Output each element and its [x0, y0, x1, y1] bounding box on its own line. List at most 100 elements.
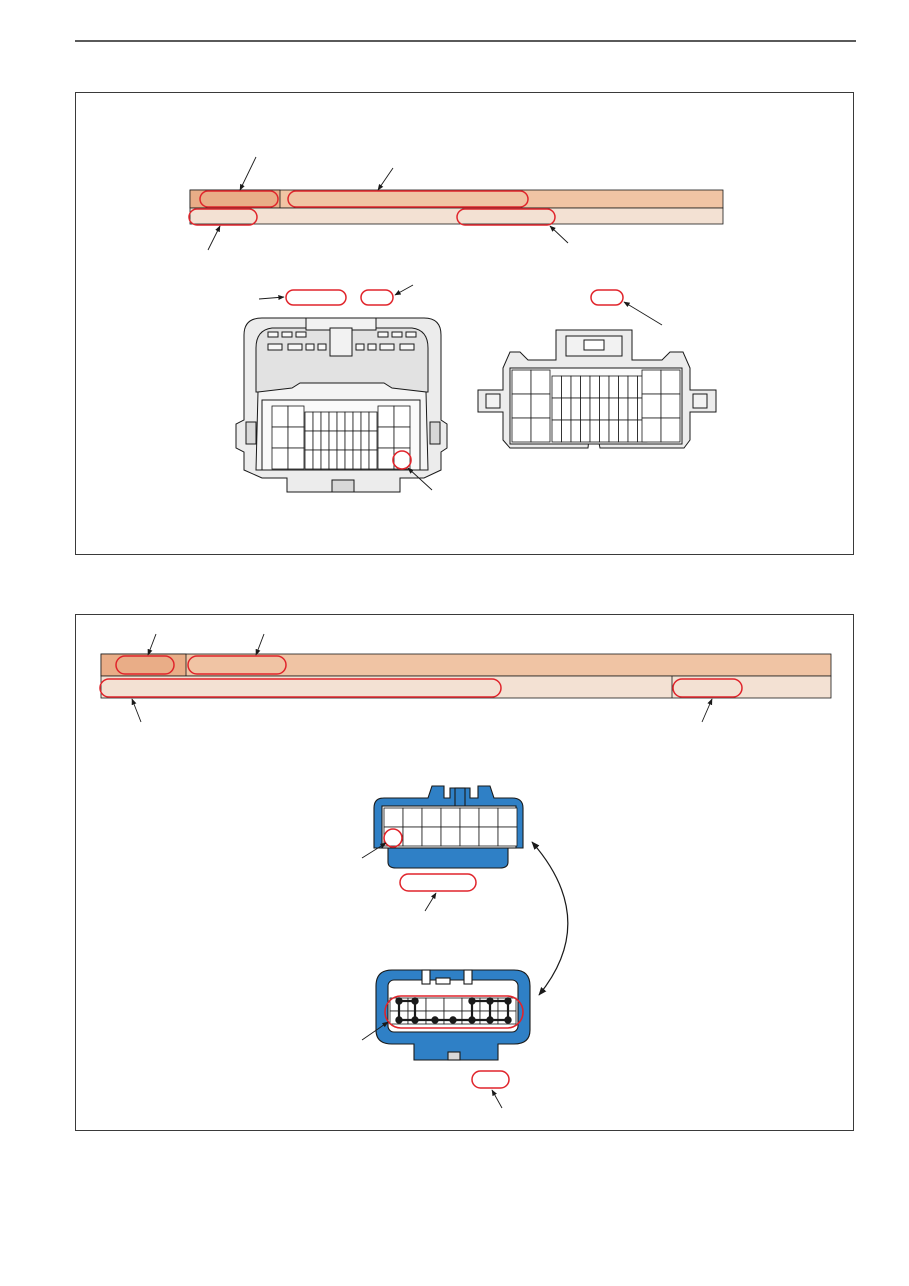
terminal-cavity	[618, 375, 629, 399]
terminal-cavity	[328, 449, 338, 470]
left-connector-cavity-grid	[271, 405, 411, 470]
terminal-cavity	[383, 807, 404, 828]
terminal-cavity	[618, 419, 629, 443]
terminal-cavity	[328, 430, 338, 451]
callout-shorting-terminals	[384, 995, 524, 1029]
terminal-point	[431, 1016, 439, 1024]
terminal-cavity	[618, 397, 629, 421]
terminal-cavity	[551, 397, 562, 421]
terminal-cavity	[641, 393, 662, 419]
terminal-cavity	[561, 375, 572, 399]
terminal-cavity	[360, 449, 370, 470]
terminal-cavity	[660, 369, 681, 395]
panel2-header-callouts	[99, 655, 743, 698]
terminal-cavity	[402, 826, 423, 847]
leader-line	[424, 892, 437, 912]
terminal-cavity	[641, 369, 662, 395]
terminal-cavity	[271, 405, 289, 428]
terminal-cavity	[304, 430, 314, 451]
blue-connector-top	[373, 785, 524, 869]
terminal-cavity	[421, 807, 442, 828]
terminal-cavity	[312, 430, 322, 451]
terminal-cavity	[580, 419, 591, 443]
terminal-cavity	[425, 997, 445, 1012]
panel1-header-callouts	[188, 190, 556, 226]
terminal-point	[411, 997, 419, 1005]
terminal-cavity	[511, 417, 532, 443]
terminal-cavity	[660, 393, 681, 419]
leader-line	[491, 1089, 503, 1109]
terminal-cavity	[360, 430, 370, 451]
terminal-point	[468, 997, 476, 1005]
terminal-cavity	[352, 430, 362, 451]
terminal-cavity	[570, 397, 581, 421]
leader-line	[361, 842, 387, 859]
terminal-bridge-panel	[75, 614, 854, 1131]
terminal-cavity	[580, 397, 591, 421]
callout-connector-number	[199, 190, 279, 208]
terminal-cavity	[287, 447, 305, 470]
terminal-cavity	[271, 426, 289, 449]
callout-check-name	[187, 655, 287, 675]
terminal-cavity	[312, 449, 322, 470]
terminal-cavity	[627, 419, 638, 443]
callout-harness-side	[285, 289, 347, 306]
terminal-cavity	[511, 369, 532, 395]
terminal-point	[395, 997, 403, 1005]
left-connector	[235, 317, 448, 493]
terminal-cavity	[443, 997, 463, 1012]
terminal-cavity	[328, 411, 338, 432]
leader-line	[147, 633, 157, 656]
terminal-cavity	[312, 411, 322, 432]
terminal-cavity	[497, 807, 518, 828]
terminal-cavity	[459, 826, 480, 847]
terminal-cavity	[580, 375, 591, 399]
panel2-header-table	[100, 653, 832, 699]
callout-connector-color	[456, 208, 556, 226]
leader-line	[131, 698, 142, 723]
terminal-point	[486, 1016, 494, 1024]
blue-connector-top-cavity-grid	[383, 807, 518, 847]
terminal-cavity	[352, 411, 362, 432]
callout-check-number	[115, 655, 175, 675]
leader-line	[549, 225, 569, 244]
panel2-header-leaders	[131, 633, 713, 723]
terminal-cavity	[530, 393, 551, 419]
terminal-cavity	[660, 417, 681, 443]
leader-line	[207, 225, 221, 251]
terminal-cavity	[360, 411, 370, 432]
terminal-cavity	[287, 426, 305, 449]
terminal-point	[504, 1016, 512, 1024]
terminal-cavity	[440, 807, 461, 828]
terminal-cavity	[570, 375, 581, 399]
terminal-cavity	[530, 417, 551, 443]
page-top-rule	[75, 40, 856, 42]
terminal-cavity	[377, 405, 395, 428]
terminal-cavity	[551, 375, 562, 399]
terminal-cavity	[320, 449, 330, 470]
terminal-cavity	[608, 397, 619, 421]
callout-terminal-1-blue	[383, 828, 403, 848]
terminal-cavity	[344, 449, 354, 470]
terminal-cavity	[497, 826, 518, 847]
leader-line	[701, 698, 713, 723]
terminal-cavity	[561, 397, 572, 421]
terminal-cavity	[599, 419, 610, 443]
leader-line	[623, 301, 663, 326]
terminal-cavity	[336, 430, 346, 451]
left-connector-callouts	[285, 289, 394, 306]
terminal-cavity	[459, 807, 480, 828]
terminal-cavity	[393, 405, 411, 428]
shorting-bar-wiring	[395, 997, 512, 1024]
callout-bottom-connector-label	[471, 1070, 510, 1089]
terminal-cavity	[368, 411, 378, 432]
terminal-cavity	[421, 826, 442, 847]
terminal-point	[411, 1016, 419, 1024]
terminal-cavity	[287, 405, 305, 428]
terminal-cavity	[561, 419, 572, 443]
right-connector	[477, 329, 717, 449]
terminal-point	[504, 997, 512, 1005]
terminal-cavity	[627, 397, 638, 421]
terminal-cavity	[478, 826, 499, 847]
terminal-point	[395, 1016, 403, 1024]
